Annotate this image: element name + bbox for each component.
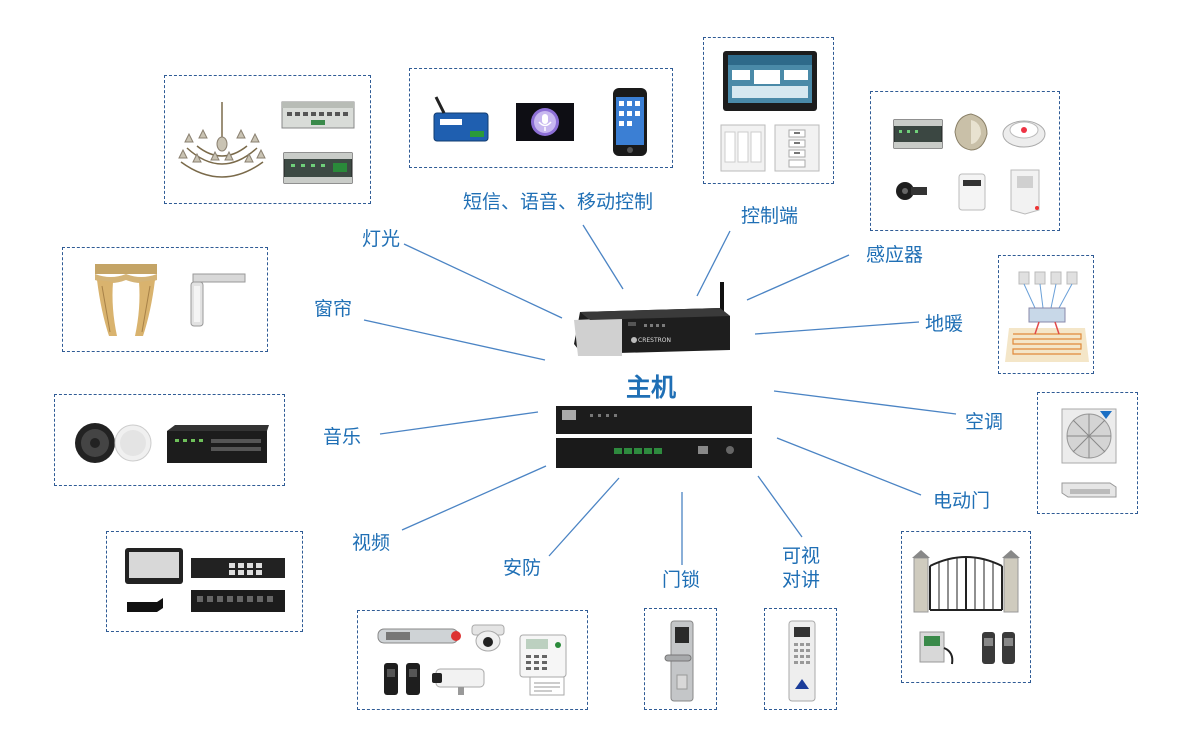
voice-assistant-icon bbox=[516, 103, 574, 141]
label-intercom-line2: 对讲 bbox=[782, 569, 821, 591]
ceiling-speaker-white-icon bbox=[114, 424, 152, 462]
video-devices-box bbox=[106, 531, 303, 632]
line-sms bbox=[582, 224, 624, 290]
alarm-keypad-icon bbox=[519, 634, 567, 678]
line-security bbox=[548, 477, 620, 557]
motion-sensor-icon bbox=[958, 173, 986, 211]
label-intercom-line1: 可视 bbox=[782, 545, 821, 567]
ac-duct-unit-icon bbox=[1061, 482, 1117, 498]
line-music bbox=[379, 411, 539, 435]
curtain-motor-icon bbox=[190, 273, 246, 327]
line-controller bbox=[696, 230, 731, 297]
glass-break-sensor-icon bbox=[954, 113, 988, 151]
door-intercom-panel-icon bbox=[788, 620, 816, 702]
smart-door-lock-icon bbox=[664, 620, 694, 702]
label-video: 视频 bbox=[352, 532, 391, 554]
audio-matrix-amp-icon bbox=[167, 425, 269, 463]
line-lighting bbox=[403, 243, 563, 319]
label-floor-heating: 地暖 bbox=[925, 313, 964, 335]
gsm-module-icon bbox=[433, 96, 489, 142]
label-music: 音乐 bbox=[323, 426, 362, 448]
din-relay-module-icon bbox=[281, 101, 355, 129]
intercom-devices-box bbox=[764, 608, 837, 710]
tv-monitor-icon bbox=[125, 548, 183, 584]
hub-brand-label: CRESTRON bbox=[638, 337, 671, 344]
hdmi-matrix-icon bbox=[191, 590, 285, 612]
door-lock-devices-box bbox=[644, 608, 717, 710]
smoke-detector-icon bbox=[1002, 120, 1046, 148]
keypad-icon bbox=[774, 124, 820, 172]
security-devices-box bbox=[357, 610, 588, 710]
label-lighting: 灯光 bbox=[362, 228, 401, 250]
line-sensor bbox=[746, 254, 850, 301]
dome-camera-icon bbox=[471, 624, 505, 652]
curtain-icon bbox=[95, 264, 157, 336]
label-security: 安防 bbox=[503, 557, 542, 579]
bullet-camera-icon bbox=[432, 668, 485, 695]
label-intercom: 可视 对讲 bbox=[782, 544, 820, 592]
ceiling-speaker-black-icon bbox=[75, 423, 115, 463]
hub-expansion-unit-icon bbox=[556, 406, 752, 468]
label-electric-door: 电动门 bbox=[933, 490, 991, 512]
hub-controller-icon: CRESTRON bbox=[574, 282, 730, 356]
din-dimmer-module-icon bbox=[283, 152, 353, 184]
line-floor-heating bbox=[754, 321, 920, 335]
line-video bbox=[401, 465, 547, 531]
label-curtain: 窗帘 bbox=[314, 298, 353, 320]
gate-safety-photocell-icon bbox=[982, 632, 1015, 664]
media-player-box-icon bbox=[127, 598, 163, 612]
line-curtain bbox=[363, 319, 546, 361]
touch-panel-icon bbox=[723, 51, 817, 111]
wall-switch-icon bbox=[720, 124, 766, 172]
label-ac: 空调 bbox=[965, 411, 1004, 433]
beam-detector-icon bbox=[377, 628, 461, 644]
line-electric-door bbox=[776, 437, 922, 496]
sensor-devices-box bbox=[870, 91, 1060, 231]
music-devices-box bbox=[54, 394, 285, 486]
electric-door-devices-box bbox=[901, 531, 1031, 683]
floor-heating-devices-box bbox=[998, 255, 1094, 374]
video-switcher-icon bbox=[191, 558, 285, 578]
hub-title: 主机 bbox=[626, 373, 677, 402]
ac-outdoor-unit-icon bbox=[1061, 408, 1117, 464]
alarm-display-card-icon bbox=[529, 676, 565, 696]
smartphone-icon bbox=[613, 88, 647, 156]
controller-devices-box bbox=[703, 37, 834, 184]
label-sms-voice-mobile: 短信、语音、移动控制 bbox=[463, 191, 654, 213]
sms-voice-mobile-devices-box bbox=[409, 68, 673, 168]
label-door-lock: 门锁 bbox=[662, 569, 701, 591]
electric-gate-icon bbox=[912, 550, 1020, 613]
line-intercom bbox=[757, 475, 803, 538]
line-ac bbox=[773, 390, 957, 415]
lighting-devices-box bbox=[164, 75, 371, 204]
chandelier-icon bbox=[178, 102, 266, 178]
door-contact-sensor-icon bbox=[896, 182, 927, 200]
ac-devices-box bbox=[1037, 392, 1138, 514]
sensor-din-module-icon bbox=[893, 119, 943, 149]
label-controller: 控制端 bbox=[741, 205, 799, 227]
gate-motor-controller-icon bbox=[919, 631, 954, 665]
pir-sensor-icon bbox=[1010, 169, 1040, 215]
curtain-devices-box bbox=[62, 247, 268, 352]
label-sensor: 感应器 bbox=[866, 244, 924, 266]
infrared-beam-pair-icon bbox=[384, 663, 420, 695]
floor-heating-system-icon bbox=[1005, 271, 1089, 362]
